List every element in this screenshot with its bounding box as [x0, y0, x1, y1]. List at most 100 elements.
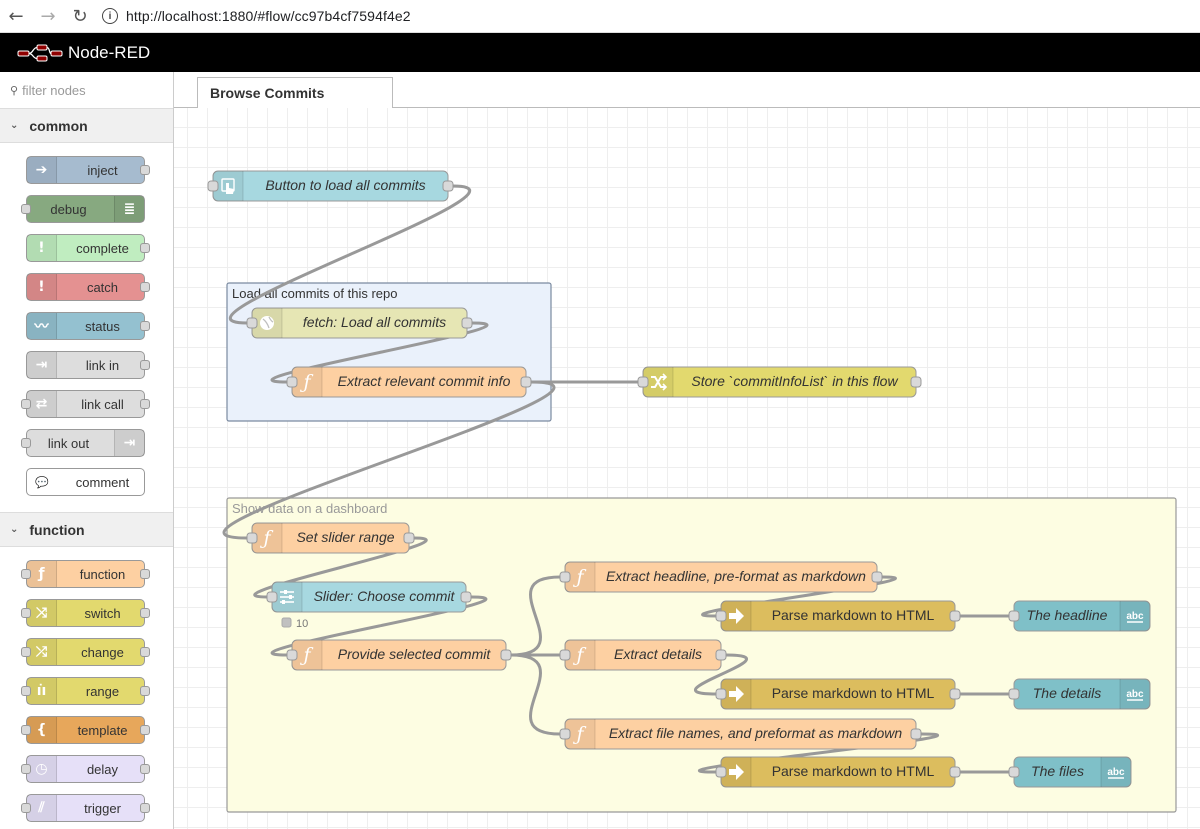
- input-port: [21, 204, 31, 214]
- flow-node[interactable]: Parse markdown to HTML: [715, 600, 961, 632]
- palette-node-link-out[interactable]: link out⇥: [21, 429, 145, 457]
- reload-icon[interactable]: ↻: [72, 5, 88, 27]
- output-port[interactable]: [949, 610, 961, 622]
- palette-node-link-in[interactable]: ⇥link in: [26, 351, 150, 379]
- function-icon: ƒ: [252, 523, 283, 553]
- wire[interactable]: [228, 184, 472, 325]
- palette-node-inject[interactable]: ➔inject: [26, 156, 150, 184]
- arrow-right-icon: [721, 757, 752, 787]
- node-status: 10: [281, 617, 308, 630]
- arrow-right-icon: [721, 601, 752, 631]
- flow-node[interactable]: Button to load all commits: [207, 170, 454, 202]
- flow-node[interactable]: fetch: Load all commits: [246, 307, 473, 339]
- chevron-down-icon[interactable]: ⌄: [10, 120, 19, 131]
- output-port[interactable]: [910, 376, 922, 388]
- input-port[interactable]: [559, 571, 571, 583]
- input-port[interactable]: [715, 688, 727, 700]
- palette-node-status[interactable]: 〰status: [26, 312, 150, 340]
- input-port: [21, 803, 31, 813]
- browser-toolbar: ← → ↻ i http://localhost:1880/#flow/cc97…: [0, 0, 1200, 33]
- palette-node-change[interactable]: ⤮change: [21, 638, 150, 666]
- back-icon[interactable]: ←: [8, 5, 24, 27]
- palette-node-link-call[interactable]: ⇄link call: [21, 390, 150, 418]
- input-port[interactable]: [266, 591, 278, 603]
- chevron-down-icon[interactable]: ⌄: [10, 524, 19, 535]
- wire[interactable]: [270, 321, 489, 384]
- wire[interactable]: [253, 536, 428, 599]
- output-port[interactable]: [403, 532, 415, 544]
- forward-icon[interactable]: →: [40, 5, 56, 27]
- info-icon[interactable]: i: [102, 8, 118, 24]
- output-port[interactable]: [460, 591, 472, 603]
- input-port[interactable]: [246, 317, 258, 329]
- input-port[interactable]: [207, 180, 219, 192]
- wire[interactable]: [697, 732, 940, 774]
- palette-node-label: link out: [47, 435, 90, 451]
- wire[interactable]: [701, 575, 897, 618]
- text-abc-icon: abc: [1100, 757, 1131, 787]
- flow-node[interactable]: Store `commitInfoList` in this flow: [637, 366, 922, 398]
- svg-text:ƒ: ƒ: [259, 527, 273, 549]
- url-text[interactable]: http://localhost:1880/#flow/cc97b4cf7594…: [126, 8, 411, 24]
- output-port[interactable]: [910, 728, 922, 740]
- node-label: The files: [1031, 763, 1084, 779]
- wire[interactable]: [510, 575, 561, 657]
- tab-browse-commits[interactable]: Browse Commits: [197, 77, 393, 109]
- input-port[interactable]: [286, 649, 298, 661]
- output-port[interactable]: [500, 649, 512, 661]
- input-port: [21, 399, 31, 409]
- wire[interactable]: [510, 653, 561, 736]
- input-port[interactable]: [286, 376, 298, 388]
- palette-category-common[interactable]: ⌄common: [0, 109, 173, 143]
- input-port[interactable]: [1008, 688, 1020, 700]
- palette-node-template[interactable]: {template: [21, 716, 150, 744]
- input-port[interactable]: [1008, 610, 1020, 622]
- palette-node-comment[interactable]: 💬comment: [26, 468, 145, 496]
- input-port[interactable]: [1008, 766, 1020, 778]
- output-port[interactable]: [442, 180, 454, 192]
- output-port[interactable]: [715, 649, 727, 661]
- output-port[interactable]: [871, 571, 883, 583]
- flow-node[interactable]: Parse markdown to HTML: [715, 678, 961, 710]
- palette-node-switch[interactable]: ⤨switch: [21, 599, 150, 627]
- input-port[interactable]: [715, 766, 727, 778]
- address-bar[interactable]: i http://localhost:1880/#flow/cc97b4cf75…: [102, 4, 411, 28]
- status-dot-icon: [281, 617, 292, 628]
- wire[interactable]: [270, 595, 488, 657]
- output-port[interactable]: [949, 766, 961, 778]
- input-port[interactable]: [246, 532, 258, 544]
- flow-node[interactable]: abc The files: [1008, 756, 1132, 788]
- input-port[interactable]: [637, 376, 649, 388]
- input-port[interactable]: [715, 610, 727, 622]
- shuffle-icon: [643, 367, 674, 397]
- filter-nodes-input[interactable]: [22, 82, 163, 98]
- palette-node-delay[interactable]: ◷delay: [21, 755, 150, 783]
- output-port[interactable]: [461, 317, 473, 329]
- input-port[interactable]: [559, 728, 571, 740]
- trigger-icon: ⫽: [27, 795, 57, 821]
- palette-category-function[interactable]: ⌄function: [0, 513, 173, 547]
- output-port[interactable]: [949, 688, 961, 700]
- flow-node[interactable]: Parse markdown to HTML: [715, 756, 961, 788]
- palette-node-trigger[interactable]: ⫽trigger: [21, 794, 150, 822]
- timer-icon: ◷: [27, 756, 57, 782]
- wire[interactable]: [694, 653, 748, 696]
- input-port[interactable]: [559, 649, 571, 661]
- palette-node-complete[interactable]: !complete: [26, 234, 150, 262]
- output-port[interactable]: [520, 376, 532, 388]
- palette-node-debug[interactable]: debug≣: [21, 195, 145, 223]
- palette-node-catch[interactable]: !catch: [26, 273, 150, 301]
- wire[interactable]: [222, 380, 556, 540]
